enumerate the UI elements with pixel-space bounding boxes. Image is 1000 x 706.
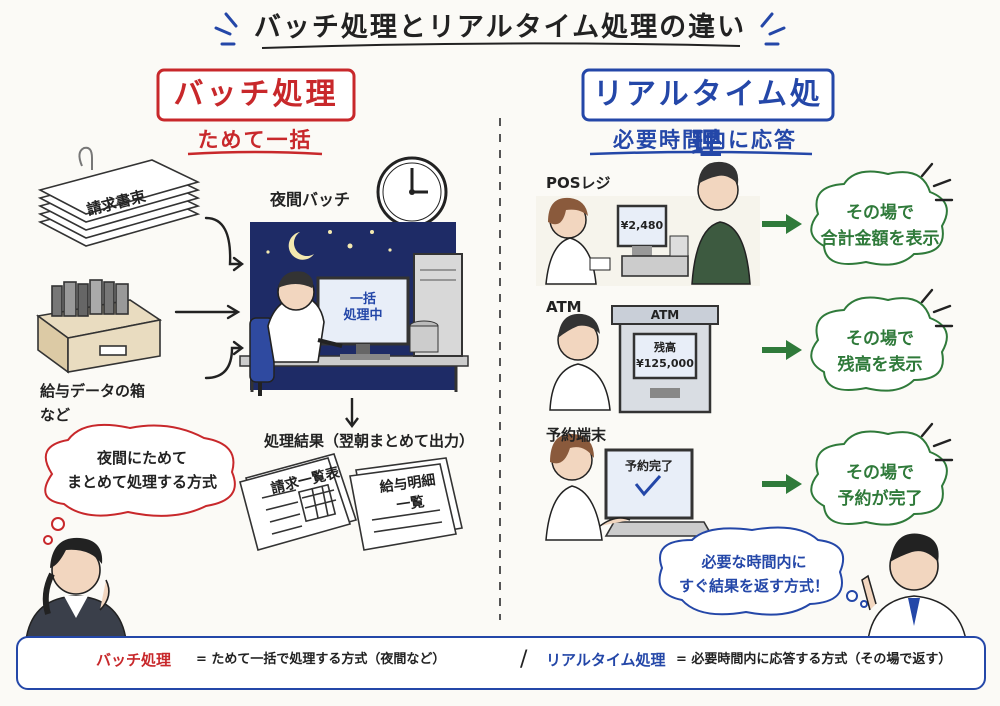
footer-rt-def: = 必要時間内に応答する方式（その場で返す）	[676, 652, 952, 667]
pos-cloud-line-2: 合計金額を表示	[820, 229, 940, 249]
cloud-sparks	[920, 162, 954, 462]
night-batch-label: 夜間バッチ	[270, 190, 351, 209]
atm-cloud-text: その場で 残高を表示	[812, 326, 948, 378]
result-doc-salary-list	[349, 457, 463, 551]
kiosk-cloud-line-1: その場で	[846, 463, 914, 483]
pointing-man-illustration	[861, 533, 967, 641]
atm-screen-line-1: 残高	[654, 341, 676, 354]
batch-monitor	[316, 276, 410, 346]
result-doc-invoice-list	[239, 453, 358, 551]
atm-label: ATM	[546, 298, 582, 316]
stars	[266, 230, 392, 254]
batch-subheading: ためて一括	[197, 128, 313, 152]
title-sparks-right	[760, 12, 786, 46]
footer-rt-term: リアルタイム処理	[546, 651, 666, 669]
pos-arrow	[762, 214, 802, 234]
summary-footer	[16, 636, 986, 690]
batch-bubble-line-1: 夜間にためて	[96, 449, 187, 467]
kiosk-screen-text: 予約完了	[624, 459, 673, 473]
atm-cloud-line-2: 残高を表示	[837, 355, 923, 375]
batch-thought-bubble	[43, 423, 236, 545]
pos-scene-illustration	[536, 161, 760, 286]
footer-batch-term: バッチ処理	[96, 651, 172, 669]
atm-screen-text: 残高 ¥125,000	[634, 340, 696, 372]
atm-screen	[632, 332, 698, 380]
batch-bubble-text: 夜間にためて まとめて処理する方式	[50, 446, 234, 494]
batch-bubble-line-2: まとめて処理する方式	[66, 473, 217, 491]
page-title: バッチ処理とリアルタイム処理の違い	[253, 12, 747, 43]
batch-monitor-text: 一括 処理中	[318, 292, 408, 324]
result-clouds	[810, 170, 948, 526]
kiosk-cloud-line-2: 予約が完了	[837, 489, 923, 509]
kiosk-label: 予約端末	[546, 426, 607, 444]
etc-label: など	[40, 406, 71, 424]
monitor-line-1: 一括	[349, 292, 376, 307]
footer-separator: /	[520, 647, 528, 672]
input-arrows	[174, 216, 244, 380]
pos-cloud-text: その場で 合計金額を表示	[812, 200, 948, 252]
invoice-stack-illustration	[37, 146, 201, 247]
pos-label: POSレジ	[546, 174, 611, 192]
result-label: 処理結果（翌朝まとめて出力）	[264, 432, 475, 450]
pos-cloud-line-1: その場で	[846, 203, 914, 223]
title-sparks-left	[214, 12, 238, 46]
salary-box-label: 給与データの箱	[40, 382, 146, 400]
realtime-heading: リアルタイム処理	[592, 77, 824, 162]
footer-batch-def: = ためて一括で処理する方式（夜間など）	[196, 652, 446, 667]
pos-screen-text: ¥2,480	[620, 219, 664, 232]
atm-cloud-line-1: その場で	[846, 329, 914, 349]
realtime-bubble-text: 必要な時間内に すぐ結果を返す方式！	[662, 550, 846, 598]
salary-box-illustration	[36, 279, 163, 374]
kiosk-scene-illustration	[545, 433, 714, 541]
kiosk-screen	[604, 448, 694, 520]
kiosk-arrow	[762, 474, 802, 494]
atm-screen-line-2: ¥125,000	[636, 357, 694, 370]
atm-arrow	[762, 340, 802, 360]
atm-scene-illustration	[549, 305, 719, 414]
realtime-bubble-line-1: 必要な時間内に	[701, 553, 807, 571]
realtime-bubble-line-2: すぐ結果を返す方式！	[678, 577, 829, 595]
pos-screen	[616, 204, 668, 248]
thinking-woman-illustration	[25, 537, 127, 641]
clock-illustration	[376, 156, 448, 228]
batch-heading: バッチ処理	[173, 77, 339, 112]
kiosk-cloud-text: その場で 予約が完了	[812, 460, 948, 512]
worker-illustration	[249, 271, 343, 396]
realtime-subheading: 必要時間内に応答	[613, 128, 797, 152]
atm-sign-text: ATM	[650, 308, 680, 322]
realtime-speech-bubble	[658, 526, 868, 616]
monitor-line-2: 処理中	[343, 308, 383, 323]
